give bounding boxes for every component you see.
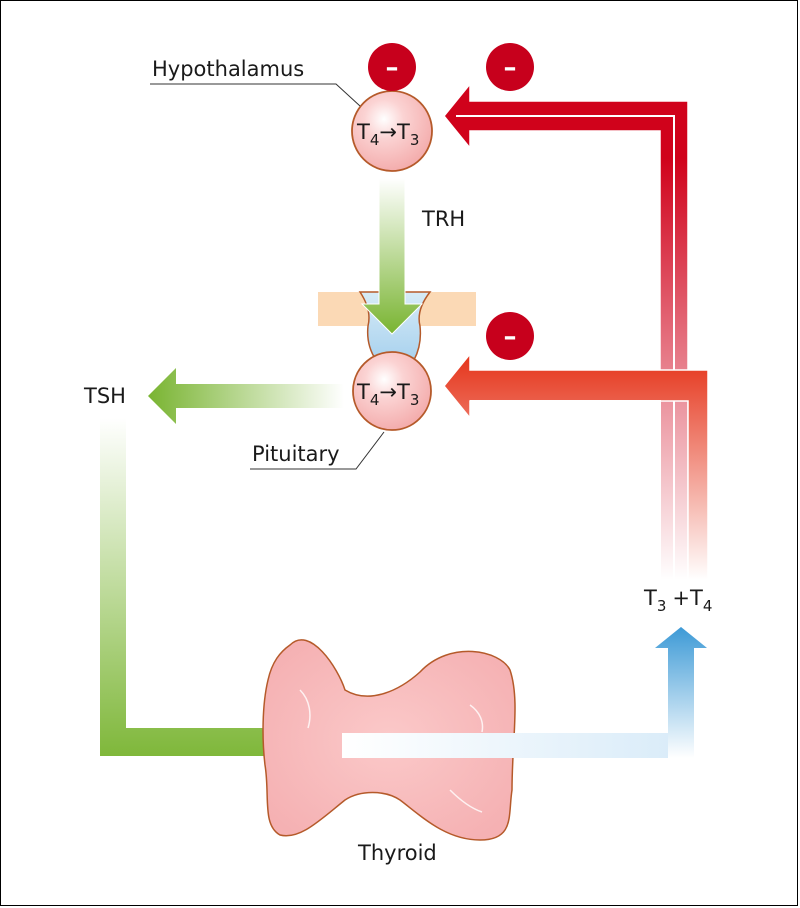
svg-text:–: – (504, 53, 517, 83)
feedback-divider-lines (456, 115, 675, 580)
tsh-arrow-horizontal (148, 368, 344, 424)
svg-text:–: – (504, 322, 517, 352)
feedback-arrow-to-pituitary (443, 351, 709, 581)
pituitary-gland (352, 351, 432, 431)
label-thyroid: Thyroid (357, 841, 437, 865)
feedback-arrow-outer-to-hypothalamus (443, 81, 689, 581)
conversion-hypothalamus: T4→T3 (356, 120, 419, 149)
label-trh: TRH (421, 207, 465, 231)
label-tsh: TSH (83, 384, 126, 408)
label-hypothalamus: Hypothalamus (152, 57, 304, 81)
label-pituitary: Pituitary (252, 442, 340, 466)
inhibition-badge-hypothalamus-a: – (368, 43, 416, 91)
pituitary-leader (250, 431, 385, 470)
output-arrow-head (655, 627, 707, 758)
svg-text:–: – (386, 53, 399, 83)
thyroid-highlight (299, 689, 484, 813)
conversion-pituitary: T4→T3 (356, 380, 419, 409)
label-t3-t4: T3+T4 (643, 586, 712, 615)
hypothalamus-leader (150, 83, 361, 107)
inhibition-badge-pituitary: – (486, 312, 534, 360)
feedback-arrow-to-pituitary-inner (470, 400, 661, 580)
inhibition-badge-hypothalamus-b: – (486, 43, 534, 91)
trh-arrow (360, 177, 424, 335)
